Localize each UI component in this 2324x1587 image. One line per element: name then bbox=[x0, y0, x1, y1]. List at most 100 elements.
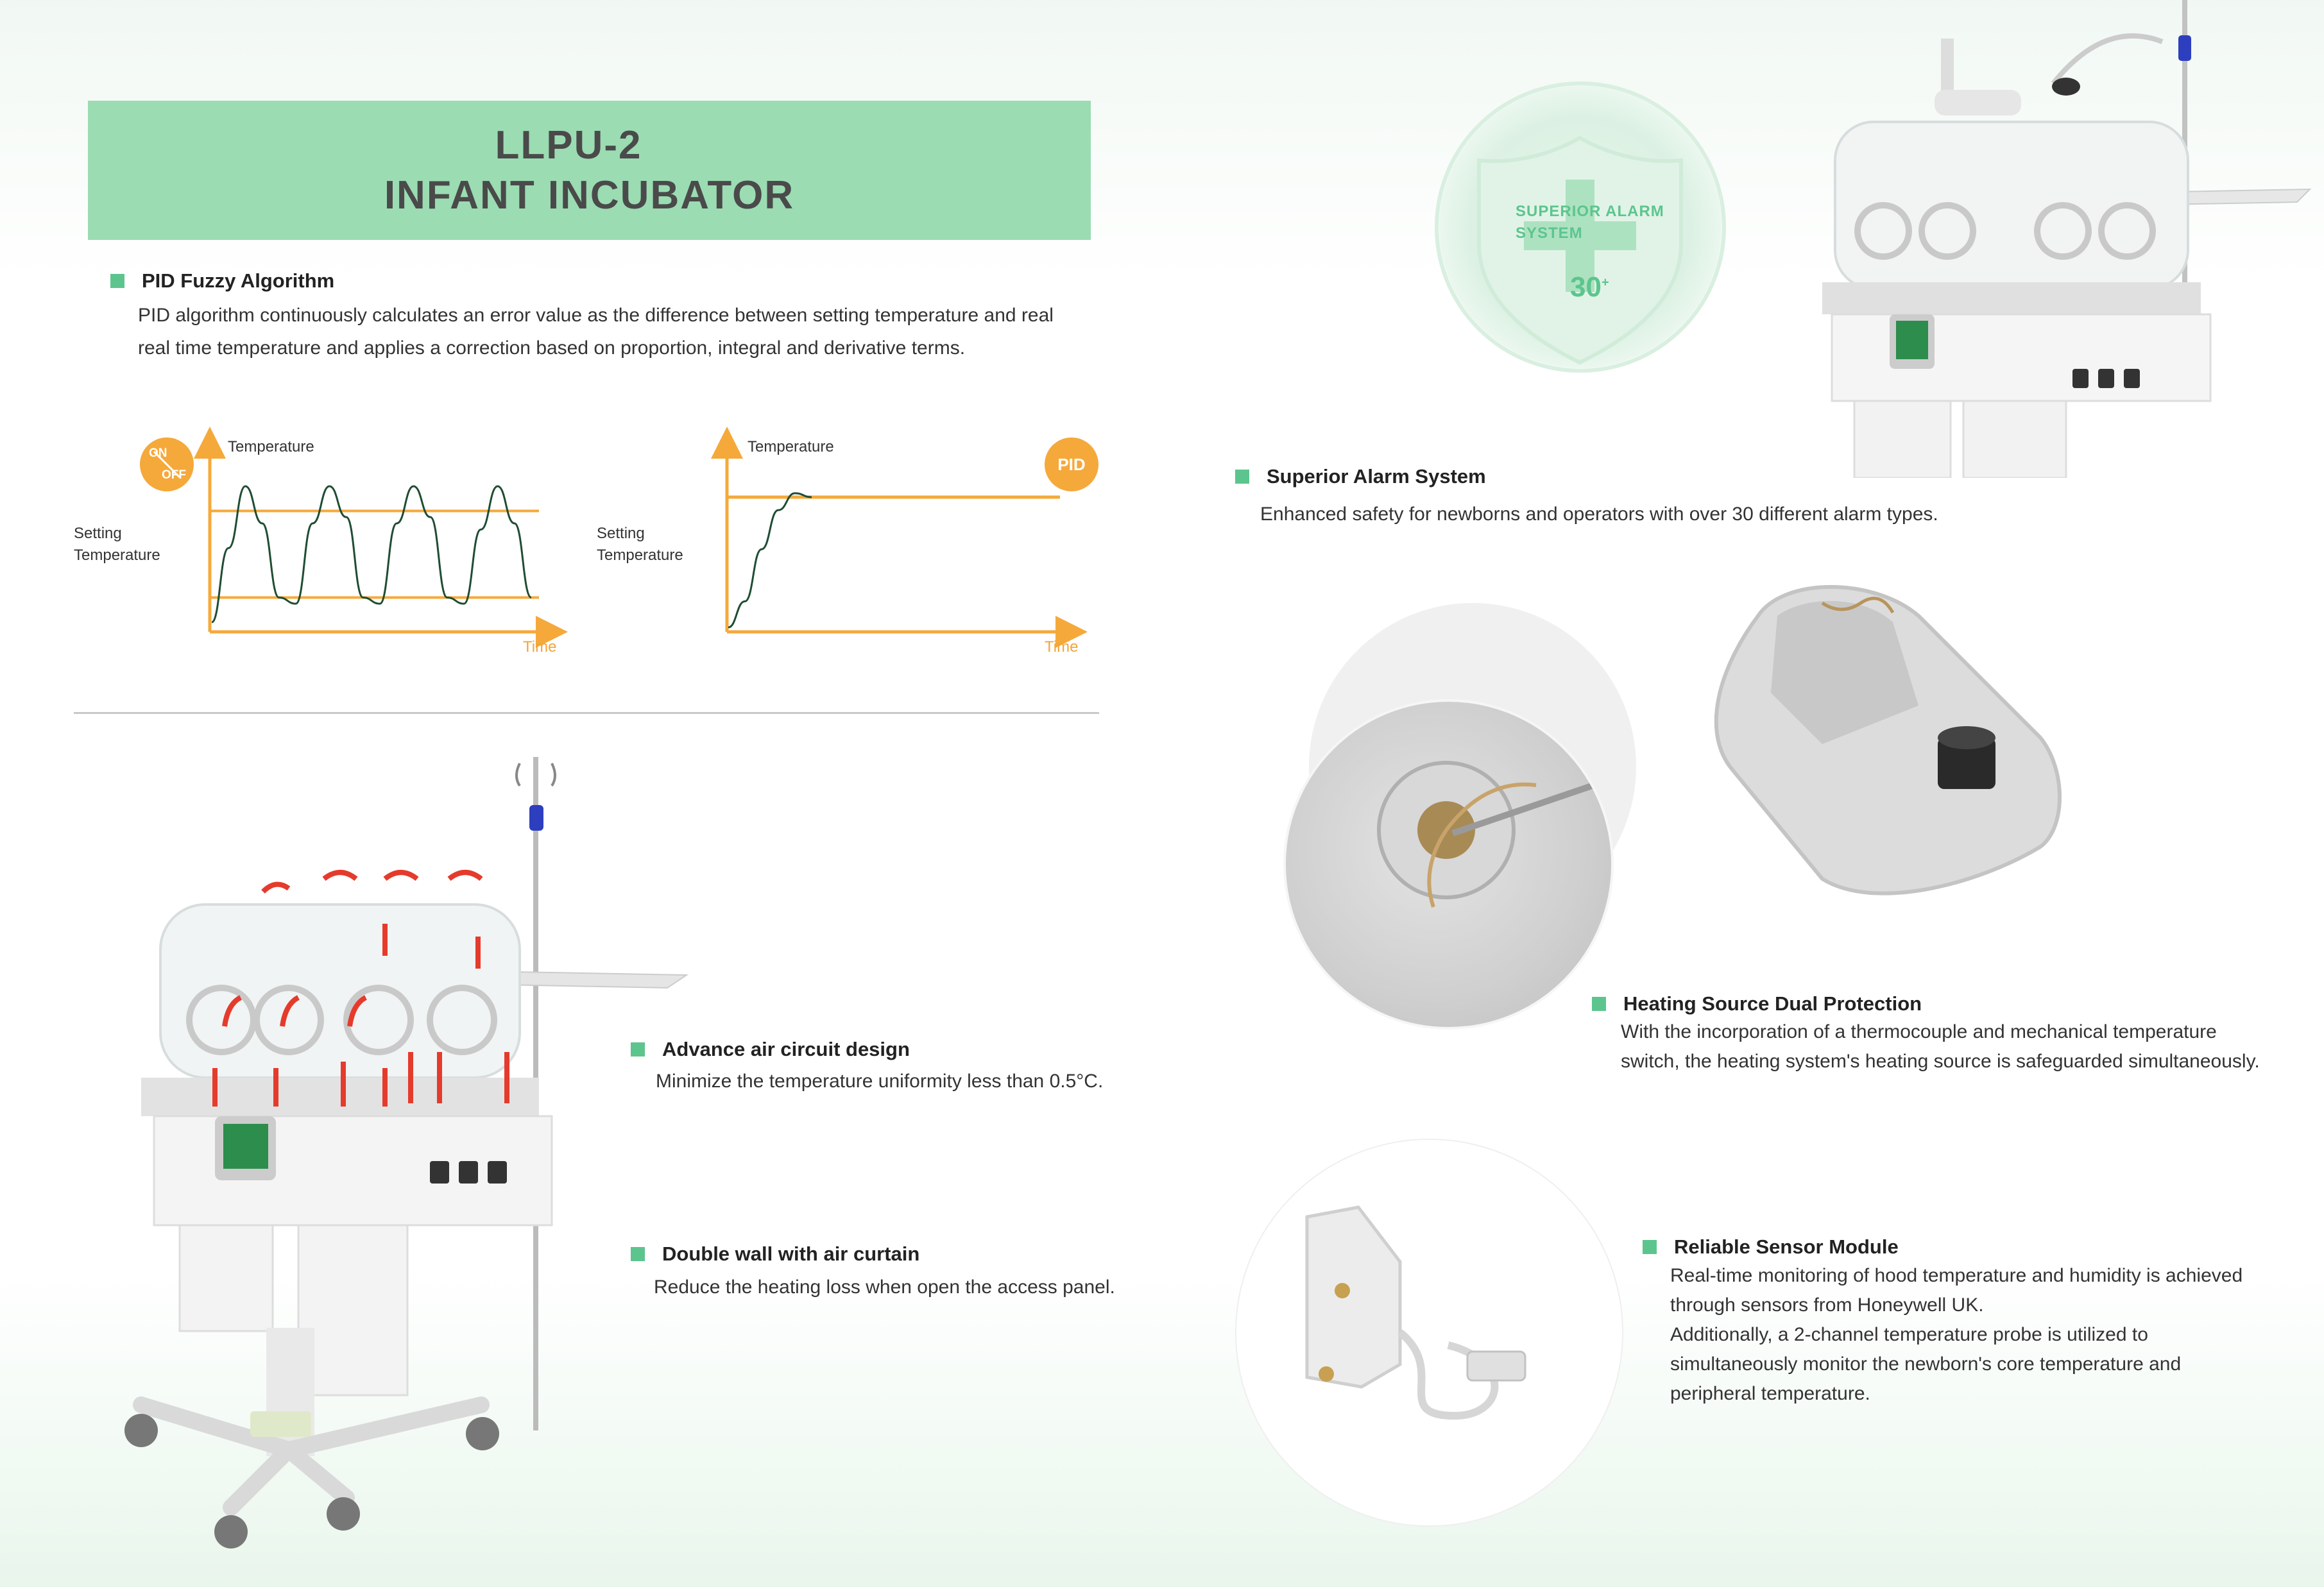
sensor-heading: Reliable Sensor Module bbox=[1643, 1235, 1899, 1259]
setting-temperature-label: Setting Temperature bbox=[597, 523, 683, 566]
badge-on-text: ON bbox=[149, 446, 167, 460]
sensor-description-line: Real-time monitoring of hood temperature… bbox=[1670, 1265, 2243, 1286]
top-monitor bbox=[1935, 90, 2021, 115]
bullet-square-icon bbox=[1592, 997, 1606, 1011]
bullet-square-icon bbox=[1643, 1240, 1657, 1254]
model-name: LLPU-2 bbox=[495, 123, 642, 167]
thermocouple-icon bbox=[1377, 761, 1595, 908]
heating-heading-text: Heating Source Dual Protection bbox=[1623, 992, 1922, 1015]
pid-description-line: PID algorithm continuously calculates an… bbox=[138, 305, 1054, 326]
double-wall-heading: Double wall with air curtain bbox=[631, 1243, 919, 1266]
pid-description: PID algorithm continuously calculates an… bbox=[138, 299, 1054, 364]
setting-label-line: Setting bbox=[74, 525, 122, 542]
display-screen bbox=[223, 1124, 268, 1169]
iv-hook-icon bbox=[515, 763, 556, 787]
sensor-module-image bbox=[1235, 1139, 1623, 1527]
emblem-text-line: SUPERIOR ALARM bbox=[1516, 203, 1664, 220]
temperature-curve bbox=[211, 485, 532, 624]
shield-icon bbox=[1477, 135, 1683, 365]
heating-heading: Heating Source Dual Protection bbox=[1592, 992, 1922, 1015]
sensor-module-icon bbox=[1305, 1205, 1526, 1420]
sensor-description-line: peripheral temperature. bbox=[1670, 1383, 1870, 1404]
storage-drawer bbox=[1962, 400, 2067, 478]
pid-heading: PID Fuzzy Algorithm bbox=[110, 269, 334, 293]
emblem-number-value: 30 bbox=[1570, 271, 1602, 303]
connector-ports bbox=[2072, 369, 2140, 388]
heating-description-line: With the incorporation of a thermocouple… bbox=[1621, 1021, 2217, 1042]
emblem-number: 30+ bbox=[1570, 271, 1609, 303]
bullet-square-icon bbox=[631, 1042, 645, 1057]
sensor-description-line: through sensors from Honeywell UK. bbox=[1670, 1294, 1984, 1316]
airflow-arrows bbox=[212, 870, 509, 1107]
connector-ports bbox=[430, 1161, 507, 1184]
incubator-product-image bbox=[1822, 0, 2312, 478]
pid-description-line: real time temperature and applies a corr… bbox=[138, 337, 966, 359]
mattress-tray bbox=[141, 1078, 539, 1116]
monitor-mount bbox=[1941, 38, 1954, 96]
alarm-heading: Superior Alarm System bbox=[1235, 465, 1486, 488]
base-legs bbox=[133, 1396, 490, 1516]
alarm-heading-text: Superior Alarm System bbox=[1267, 465, 1486, 488]
thermocouple-closeup-image bbox=[1283, 699, 1614, 1030]
pid-chart: Temperature Time bbox=[711, 427, 1088, 656]
sensor-wire bbox=[1821, 597, 1895, 614]
housing-cover bbox=[1771, 600, 1918, 744]
mattress-tray bbox=[1822, 282, 2201, 314]
product-title: INFANT INCUBATOR bbox=[384, 173, 795, 217]
iv-clamp bbox=[2178, 35, 2191, 61]
on-off-badge: ON OFF bbox=[140, 437, 194, 491]
display-screen bbox=[1896, 321, 1928, 359]
air-circuit-heading-text: Advance air circuit design bbox=[662, 1038, 910, 1060]
emblem-text-line: SYSTEM bbox=[1516, 225, 1583, 242]
pid-heading-text: PID Fuzzy Algorithm bbox=[142, 269, 335, 292]
double-wall-heading-text: Double wall with air curtain bbox=[662, 1243, 920, 1265]
lamp-head bbox=[2052, 78, 2080, 96]
side-tray bbox=[499, 971, 689, 989]
heating-description-line: switch, the heating system's heating sou… bbox=[1621, 1051, 2260, 1072]
badge-slash-icon bbox=[153, 450, 181, 479]
x-axis-label: Time bbox=[523, 638, 556, 656]
iv-clamp bbox=[529, 805, 543, 831]
bullet-square-icon bbox=[1235, 470, 1249, 484]
setting-label-line: Setting bbox=[597, 525, 645, 542]
sensor-description: Real-time monitoring of hood temperature… bbox=[1670, 1261, 2243, 1409]
title-banner: LLPU-2 INFANT INCUBATOR bbox=[88, 101, 1091, 240]
on-off-chart: Temperature Time bbox=[194, 427, 568, 656]
emblem-text: SUPERIOR ALARM SYSTEM bbox=[1516, 201, 1664, 244]
temperature-curve bbox=[728, 492, 812, 629]
setting-label-line: Temperature bbox=[74, 547, 160, 564]
bullet-square-icon bbox=[631, 1247, 645, 1261]
storage-drawer bbox=[178, 1224, 274, 1332]
control-base bbox=[1831, 313, 2212, 402]
motor-top bbox=[1938, 726, 1995, 749]
lamp-arm bbox=[2051, 33, 2164, 85]
storage-drawer bbox=[297, 1224, 409, 1396]
air-circuit-description: Minimize the temperature uniformity less… bbox=[656, 1071, 1104, 1092]
access-port-rings bbox=[186, 985, 497, 1055]
storage-drawer bbox=[1853, 400, 1952, 478]
emblem-number-sup: + bbox=[1601, 275, 1609, 290]
setting-temperature-label: Setting Temperature bbox=[74, 523, 160, 566]
caster-wheels bbox=[124, 1414, 499, 1549]
alarm-description: Enhanced safety for newborns and operato… bbox=[1260, 504, 1938, 525]
sensor-description-line: Additionally, a 2-channel temperature pr… bbox=[1670, 1324, 2148, 1345]
heating-description: With the incorporation of a thermocouple… bbox=[1621, 1017, 2260, 1076]
section-divider bbox=[74, 712, 1099, 714]
incubator-illustration bbox=[124, 757, 689, 1549]
foot-pedal bbox=[250, 1411, 311, 1437]
pid-badge: PID bbox=[1045, 437, 1098, 491]
badge-off-text: OFF bbox=[162, 468, 186, 482]
fan-motor bbox=[1938, 738, 1995, 789]
sensor-heading-text: Reliable Sensor Module bbox=[1674, 1235, 1899, 1258]
sensor-description-line: simultaneously monitor the newborn's cor… bbox=[1670, 1354, 2182, 1375]
y-axis-label: Temperature bbox=[748, 438, 834, 455]
medical-cross-icon bbox=[1524, 180, 1636, 292]
pid-badge-text: PID bbox=[1057, 454, 1086, 474]
x-axis-label: Time bbox=[1045, 638, 1078, 656]
access-port-rings bbox=[1854, 202, 2156, 260]
bullet-square-icon bbox=[110, 274, 124, 288]
y-axis-label: Temperature bbox=[228, 438, 314, 455]
double-wall-description: Reduce the heating loss when open the ac… bbox=[654, 1277, 1115, 1298]
heater-housing-image bbox=[1714, 585, 2062, 895]
air-circuit-heading: Advance air circuit design bbox=[631, 1038, 910, 1061]
